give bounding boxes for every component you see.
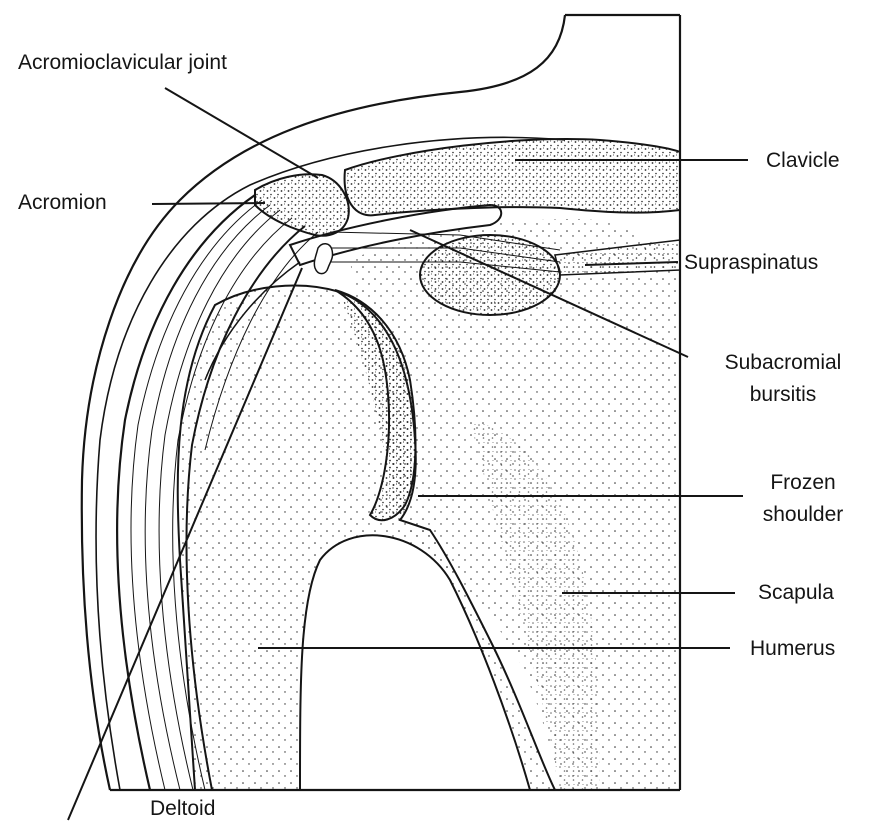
label-frozen-shoulder-line1: Frozen [736,470,870,496]
leader-acromioclavicular-joint [165,88,318,178]
label-frozen-shoulder: Frozen shoulder [736,470,870,529]
leader-acromion [152,203,265,204]
label-acromioclavicular-joint: Acromioclavicular joint [18,50,227,76]
clavicle-shape [345,139,680,215]
label-clavicle: Clavicle [766,148,840,174]
acromion-shape [255,174,349,236]
label-frozen-shoulder-line2: shoulder [736,502,870,528]
label-subacromial-bursitis-line1: Subacromial [698,350,868,376]
label-supraspinatus: Supraspinatus [684,250,818,276]
label-subacromial-bursitis-line2: bursitis [698,382,868,408]
label-acromion: Acromion [18,190,107,216]
label-deltoid: Deltoid [150,796,215,822]
label-subacromial-bursitis: Subacromial bursitis [698,350,868,409]
label-humerus: Humerus [750,636,835,662]
label-scapula: Scapula [758,580,834,606]
